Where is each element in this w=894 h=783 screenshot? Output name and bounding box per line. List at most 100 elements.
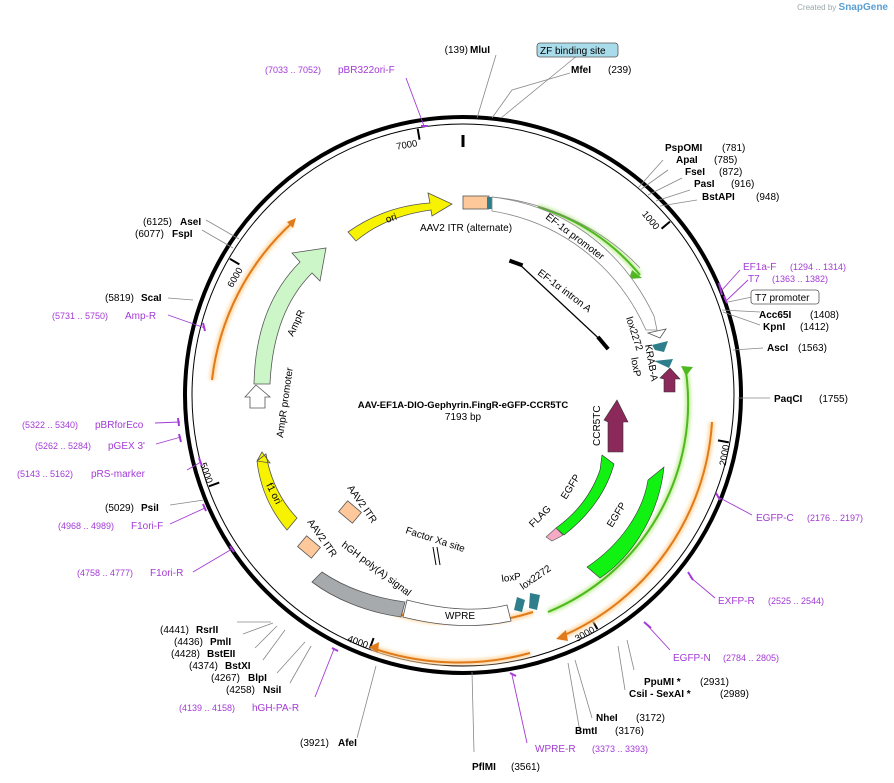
ef1a-intron-label: EF-1α intron A [535, 268, 593, 316]
loxp-a-label: loxP [628, 357, 642, 378]
primer-name: pBRforEco [95, 420, 144, 431]
backbone-outer [183, 115, 743, 675]
enzyme-pos: (781) [722, 143, 745, 154]
enzyme-pos: (5029) [105, 503, 134, 514]
primer-pos: (5322 .. 5340) [22, 420, 78, 430]
enzyme-name: Acc65I [759, 310, 791, 321]
enzyme-name: FseI [685, 167, 705, 178]
ccr5tc-label: CCR5TC [592, 405, 603, 446]
enzyme-pos: (4436) [174, 637, 203, 648]
enzyme-name: PasI [694, 179, 715, 190]
loxp-marker-b [514, 597, 525, 612]
enzyme-name: PmlI [210, 637, 231, 648]
zf-binding-site-label: ZF binding site [540, 46, 606, 57]
egfp-inner-arrow [555, 454, 615, 536]
boxed-labels: ZF binding site T7 promoter [500, 42, 820, 305]
enzyme-pos: (4441) [160, 625, 189, 636]
tick-mark [416, 128, 421, 140]
primer-pos: (2525 .. 2544) [768, 596, 824, 606]
primer-name: EF1a-F [743, 262, 776, 273]
egfp-outer-arrow [586, 466, 665, 579]
credit-brand: SnapGene [838, 2, 888, 13]
loxp-b-label: loxP [501, 571, 522, 585]
enzyme-pos: (3172) [636, 713, 665, 724]
enzyme-name: PflMI [472, 762, 496, 773]
ampr-promoter-label: AmpR promoter [275, 366, 296, 438]
itr-b-box [297, 535, 321, 559]
primer-pos: (3373 .. 3393) [592, 744, 648, 754]
primer-name: WPRE-R [535, 744, 576, 755]
tick-label: 7000 [396, 138, 419, 152]
enzyme-name: BstEII [207, 649, 236, 660]
egfp-inner-label: EGFP [559, 472, 583, 501]
primer-pos: (5143 .. 5162) [17, 469, 73, 479]
tick-mark [660, 220, 671, 230]
enzyme-pos: (872) [719, 167, 742, 178]
wpre-box [402, 599, 512, 626]
primer-name: F1ori-R [150, 568, 183, 579]
enzyme-name: BstAPI [702, 192, 735, 203]
enzyme-name: BstXI [225, 661, 251, 672]
ef1a-intron-line [516, 261, 609, 348]
primer-name: pRS-marker [91, 469, 146, 480]
tick-label: 1000 [639, 209, 661, 232]
ccr5tc-arrow [603, 399, 629, 453]
enzyme-pos: (3561) [511, 762, 540, 773]
lox2272-marker-b [529, 593, 540, 610]
zf-site-box [487, 197, 492, 209]
enzyme-pos: (948) [756, 192, 779, 203]
enzyme-leaders [167, 54, 770, 753]
primer-name: EGFP-C [756, 513, 794, 524]
enzyme-name: NheI [596, 713, 618, 724]
enzyme-name: RsrII [196, 625, 218, 636]
enzyme-name: ScaI [141, 293, 162, 304]
enzyme-pos: (785) [714, 155, 737, 166]
primer-pos: (4139 .. 4158) [179, 703, 235, 713]
itr-alt-label: AAV2 ITR (alternate) [420, 223, 512, 234]
enzyme-name: BlpI [248, 673, 267, 684]
primer-pos: (2176 .. 2197) [807, 513, 863, 523]
enzyme-name: ApaI [676, 155, 698, 166]
lox2272-marker-a [646, 328, 667, 339]
enzyme-name: PpuMI * [644, 677, 681, 688]
primer-name: EXFP-R [718, 596, 755, 607]
primer-pos: (4758 .. 4777) [77, 568, 133, 578]
primer-name: T7 [748, 274, 760, 285]
enzyme-pos: (3176) [615, 726, 644, 737]
enzyme-pos: (1408) [810, 310, 839, 321]
tick-mark [208, 481, 220, 488]
enzyme-pos: (5819) [105, 293, 134, 304]
enzyme-pos: (916) [731, 179, 754, 190]
enzyme-name: NsiI [263, 685, 282, 696]
credit-prefix: Created by [797, 3, 837, 12]
primer-name: pGEX 3' [108, 441, 145, 452]
enzyme-name: BmtI [575, 726, 597, 737]
enzyme-name: PaqCI [774, 394, 803, 405]
enzyme-pos: (4374) [189, 661, 218, 672]
primer-name: EGFP-N [673, 653, 711, 664]
snapgene-credit: Created by SnapGene [797, 2, 888, 13]
primer-markers [154, 77, 753, 744]
primer-pos: (5262 .. 5284) [35, 441, 91, 451]
egfp-outer-label: EGFP [605, 500, 629, 529]
features [244, 192, 681, 626]
enzyme-name: FspI [172, 229, 193, 240]
f1-ori-arrow [256, 451, 298, 531]
ef1a-promoter-arrow [491, 196, 658, 331]
lox2272-b-label: lox2272 [518, 563, 553, 592]
itr-alt-box [462, 195, 490, 210]
primer-name: hGH-PA-R [252, 703, 299, 714]
enzyme-name: MluI [470, 45, 490, 56]
backbone-inner [191, 123, 735, 667]
enzyme-name: PsiI [141, 503, 159, 514]
flag-label: FLAG [527, 504, 553, 530]
enzyme-pos: (4258) [226, 685, 255, 696]
enzyme-pos: (239) [608, 65, 631, 76]
primer-pos: (4968 .. 4989) [58, 521, 114, 531]
primer-name: Amp-R [125, 311, 156, 322]
wpre-label: WPRE [445, 611, 475, 622]
primer-pos: (1363 .. 1382) [772, 274, 828, 284]
plasmid-name: AAV-EF1A-DIO-Gephyrin.FingR-eGFP-CCR5TC [358, 400, 569, 411]
enzyme-pos: (2931) [700, 677, 729, 688]
